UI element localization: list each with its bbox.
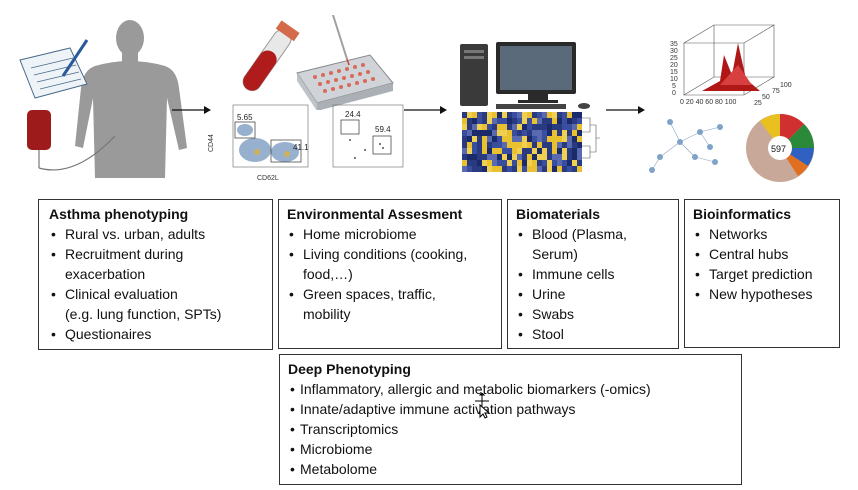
list-item-continuation: mobility bbox=[303, 306, 351, 322]
list-item: Central hubs bbox=[693, 244, 831, 264]
svg-text:35: 35 bbox=[670, 41, 678, 48]
flow-cytometry-plots: CD44 5.65 41.1 CD62L 24.4 59.4 bbox=[208, 104, 404, 182]
list-item: Questionaires bbox=[49, 324, 262, 344]
svg-text:41.1: 41.1 bbox=[293, 143, 309, 152]
computer-tower-icon bbox=[460, 44, 488, 106]
list-item: Living conditions (cooking, bbox=[287, 244, 493, 264]
list-item-continuation: (e.g. lung function, SPTs) bbox=[65, 306, 222, 322]
deep-phenotyping-title: Deep Phenotyping bbox=[288, 361, 411, 377]
flow-plot-1: CD44 5.65 41.1 CD62L bbox=[208, 104, 309, 182]
list-item-continuation: exacerbation bbox=[65, 266, 146, 282]
list-item-continuation: food,…) bbox=[303, 266, 353, 282]
list-item: New hypotheses bbox=[693, 284, 831, 304]
svg-text:CD44: CD44 bbox=[208, 134, 215, 152]
bioinformatics-box: Bioinformatics Networks Central hubs Tar… bbox=[684, 199, 840, 348]
list-item: Stool bbox=[516, 324, 670, 344]
monitor-icon bbox=[496, 42, 576, 103]
sample-tubes-illustration bbox=[242, 15, 394, 110]
svg-text:20: 20 bbox=[670, 62, 678, 69]
biomaterials-box: Biomaterials Blood (Plasma, Serum) Immun… bbox=[507, 199, 679, 349]
asthma-phenotyping-box: Asthma phenotyping Rural vs. urban, adul… bbox=[38, 199, 273, 350]
svg-text:5: 5 bbox=[672, 83, 676, 90]
list-item: Networks bbox=[693, 224, 831, 244]
deep-phenotyping-box: Deep Phenotyping Inflammatory, allergic … bbox=[279, 354, 742, 485]
list-item: Recruitment during bbox=[49, 244, 262, 264]
person-silhouette bbox=[75, 20, 187, 178]
list-item: Green spaces, traffic, bbox=[287, 284, 493, 304]
list-item-continuation: Serum) bbox=[532, 246, 578, 262]
keyboard-icon bbox=[496, 103, 590, 109]
svg-text:30: 30 bbox=[670, 48, 678, 55]
svg-text:25: 25 bbox=[754, 100, 762, 107]
svg-text:59.4: 59.4 bbox=[375, 125, 391, 134]
svg-text:100: 100 bbox=[780, 82, 792, 89]
heatmap-cells bbox=[462, 112, 582, 172]
svg-text:0: 0 bbox=[672, 90, 676, 97]
network-graph bbox=[649, 119, 723, 173]
list-item: Immune cells bbox=[516, 264, 670, 284]
list-item: Clinical evaluation bbox=[49, 284, 262, 304]
bioinformatics-title: Bioinformatics bbox=[693, 206, 792, 222]
peak-surface bbox=[702, 43, 760, 91]
list-item: Home microbiome bbox=[287, 224, 493, 244]
list-item: Swabs bbox=[516, 304, 670, 324]
plot-3d: 35 30 25 20 15 10 5 0 0 20 40 60 80 100 … bbox=[670, 24, 792, 107]
svg-text:50: 50 bbox=[762, 94, 770, 101]
list-item: Urine bbox=[516, 284, 670, 304]
environmental-assessment-box: Environmental Assesment Home microbiome … bbox=[278, 199, 502, 349]
svg-text:5.65: 5.65 bbox=[237, 113, 253, 122]
arrow-2 bbox=[404, 106, 447, 114]
svg-text:15: 15 bbox=[670, 69, 678, 76]
patient-illustration bbox=[19, 20, 187, 178]
list-item: Microbiome bbox=[288, 439, 733, 459]
svg-text:CD62L: CD62L bbox=[257, 175, 279, 182]
svg-text:10: 10 bbox=[670, 76, 678, 83]
svg-text:24.4: 24.4 bbox=[345, 110, 361, 119]
svg-text:25: 25 bbox=[670, 55, 678, 62]
well-plate-icon bbox=[296, 15, 394, 110]
svg-text:75: 75 bbox=[772, 88, 780, 95]
pie-center-label: 597 bbox=[771, 144, 786, 154]
biomaterials-title: Biomaterials bbox=[516, 206, 601, 222]
arrow-1 bbox=[172, 106, 211, 114]
flow-plot-2: 24.4 59.4 bbox=[332, 104, 404, 168]
pie-illustration: 597 bbox=[746, 114, 814, 182]
svg-text:0 20 40 60 80 100: 0 20 40 60 80 100 bbox=[680, 99, 737, 106]
asthma-phenotyping-title: Asthma phenotyping bbox=[49, 206, 189, 222]
list-item: Rural vs. urban, adults bbox=[49, 224, 262, 244]
list-item: Transcriptomics bbox=[288, 419, 733, 439]
move-cursor-icon bbox=[475, 393, 491, 419]
environmental-assessment-title: Environmental Assesment bbox=[287, 206, 463, 222]
heatmap-illustration bbox=[462, 112, 600, 172]
clipboard-icon bbox=[19, 39, 89, 99]
computer-illustration bbox=[460, 42, 590, 109]
list-item: Inflammatory, allergic and metabolic bio… bbox=[288, 379, 733, 399]
dendrogram bbox=[582, 117, 600, 159]
list-item: Target prediction bbox=[693, 264, 831, 284]
blood-bag-icon bbox=[27, 110, 116, 171]
arrow-3 bbox=[606, 106, 645, 114]
list-item: Innate/adaptive immune activation pathwa… bbox=[288, 399, 733, 419]
list-item: Metabolome bbox=[288, 459, 733, 479]
list-item: Blood (Plasma, bbox=[516, 224, 670, 244]
test-tube-icon bbox=[242, 20, 300, 92]
